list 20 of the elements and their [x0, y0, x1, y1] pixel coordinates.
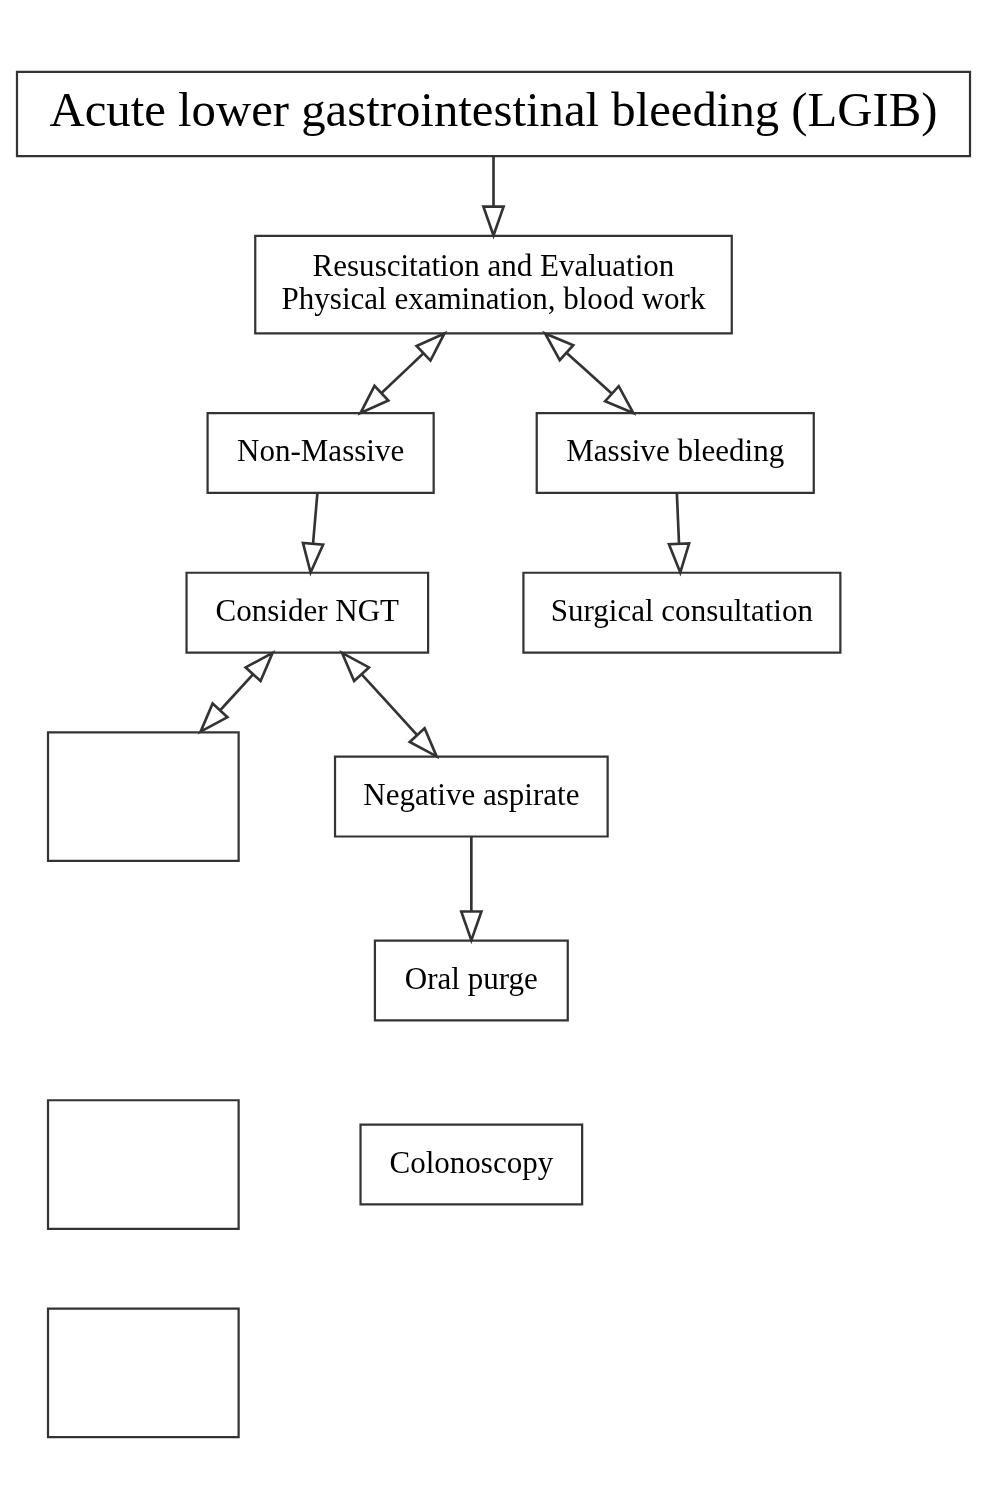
arrow — [481, 155, 506, 239]
arrow — [301, 493, 326, 577]
node-box: Resuscitation and Evaluation Physical examination, blood work — [254, 234, 733, 334]
arrow — [667, 493, 691, 577]
node-box: Oral purge — [373, 939, 569, 1022]
node-box: Non-Massive — [206, 411, 435, 494]
node-box: Massive bleeding — [535, 411, 815, 494]
node-box: Colonoscopy — [359, 1123, 584, 1206]
node-box: Negative aspirate — [333, 755, 609, 838]
arrow — [339, 649, 440, 759]
arrow — [459, 836, 484, 944]
node-box: Surgical consultation — [522, 571, 842, 654]
node-box — [46, 1307, 240, 1438]
node-box — [46, 730, 240, 862]
arrow — [357, 330, 448, 416]
arrow — [542, 330, 637, 416]
node-box — [46, 1098, 240, 1230]
node-box: Acute lower gastrointestinal bleeding (LGIB) — [15, 70, 972, 157]
node-box: Consider NGT — [185, 571, 430, 654]
arrow — [197, 649, 276, 735]
